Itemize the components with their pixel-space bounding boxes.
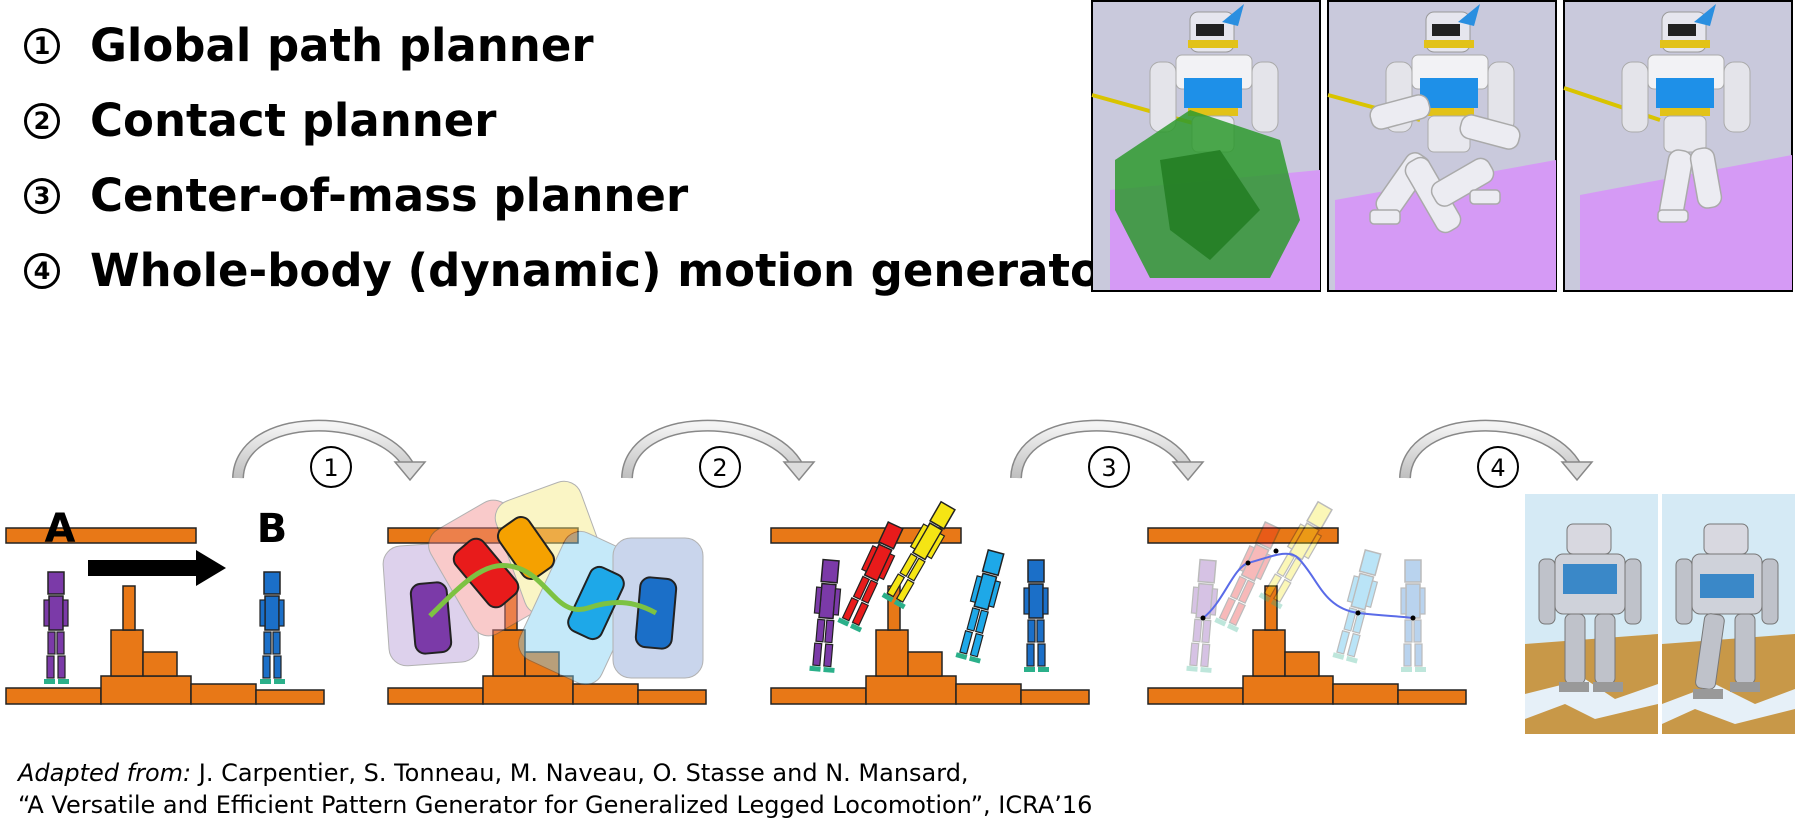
robot-walking-photos: [1525, 494, 1795, 734]
point-b-label: B: [257, 506, 288, 552]
citation: Adapted from: J. Carpentier, S. Tonneau,…: [18, 757, 1092, 821]
step-number-badge: 4: [24, 252, 60, 289]
point-a-label: A: [45, 506, 76, 552]
step-arrow: 1: [232, 419, 427, 488]
list-item: 3 Center-of-mass planner: [24, 158, 1123, 233]
robot-photo-panel: [1091, 0, 1321, 292]
list-item: 1 Global path planner: [24, 8, 1123, 83]
arrow-head-icon: [196, 550, 226, 586]
list-item-text: Center-of-mass planner: [90, 169, 689, 222]
list-item: 4 Whole-body (dynamic) motion generator: [24, 233, 1123, 308]
step-arrow: 3: [1010, 419, 1205, 488]
step-arrows: 1 2 3 4: [232, 419, 1594, 488]
guide-path-curve: [428, 562, 658, 618]
step-list: 1 Global path planner 2 Contact planner …: [24, 8, 1123, 308]
com-curve: [1202, 552, 1414, 619]
step-number-badge: 3: [24, 177, 60, 214]
robot-photo-panel: [1327, 0, 1557, 292]
citation-line: Adapted from: J. Carpentier, S. Tonneau,…: [18, 757, 1092, 789]
step-label: 1: [323, 454, 338, 482]
citation-title: “A Versatile and Efficient Pattern Gener…: [18, 791, 1093, 819]
robot-photo-panel: [1563, 0, 1793, 292]
panel-contact-sequence: [770, 499, 1090, 705]
step-label: 2: [712, 454, 727, 482]
robot-walking-photo: [1525, 494, 1658, 734]
step-arrow: 4: [1399, 419, 1594, 488]
panel-com-trajectory: [1147, 499, 1467, 705]
step-number-badge: 1: [24, 27, 60, 64]
list-item-text: Contact planner: [90, 94, 497, 147]
citation-prefix: Adapted from:: [18, 759, 192, 787]
step-arrow: 2: [621, 419, 816, 488]
list-item-text: Whole-body (dynamic) motion generator: [90, 244, 1124, 297]
panel-start-goal: A B: [5, 506, 325, 705]
step-number-badge: 2: [24, 102, 60, 139]
list-item: 2 Contact planner: [24, 83, 1123, 158]
robot-walking-photo: [1662, 494, 1795, 734]
panel-guide-path: [382, 480, 707, 705]
step-label: 3: [1101, 454, 1116, 482]
citation-authors: J. Carpentier, S. Tonneau, M. Naveau, O.…: [198, 759, 969, 787]
direction-arrow: [88, 560, 200, 576]
robot-photo-strip: [1091, 0, 1793, 292]
list-item-text: Global path planner: [90, 19, 594, 72]
step-label: 4: [1490, 454, 1505, 482]
